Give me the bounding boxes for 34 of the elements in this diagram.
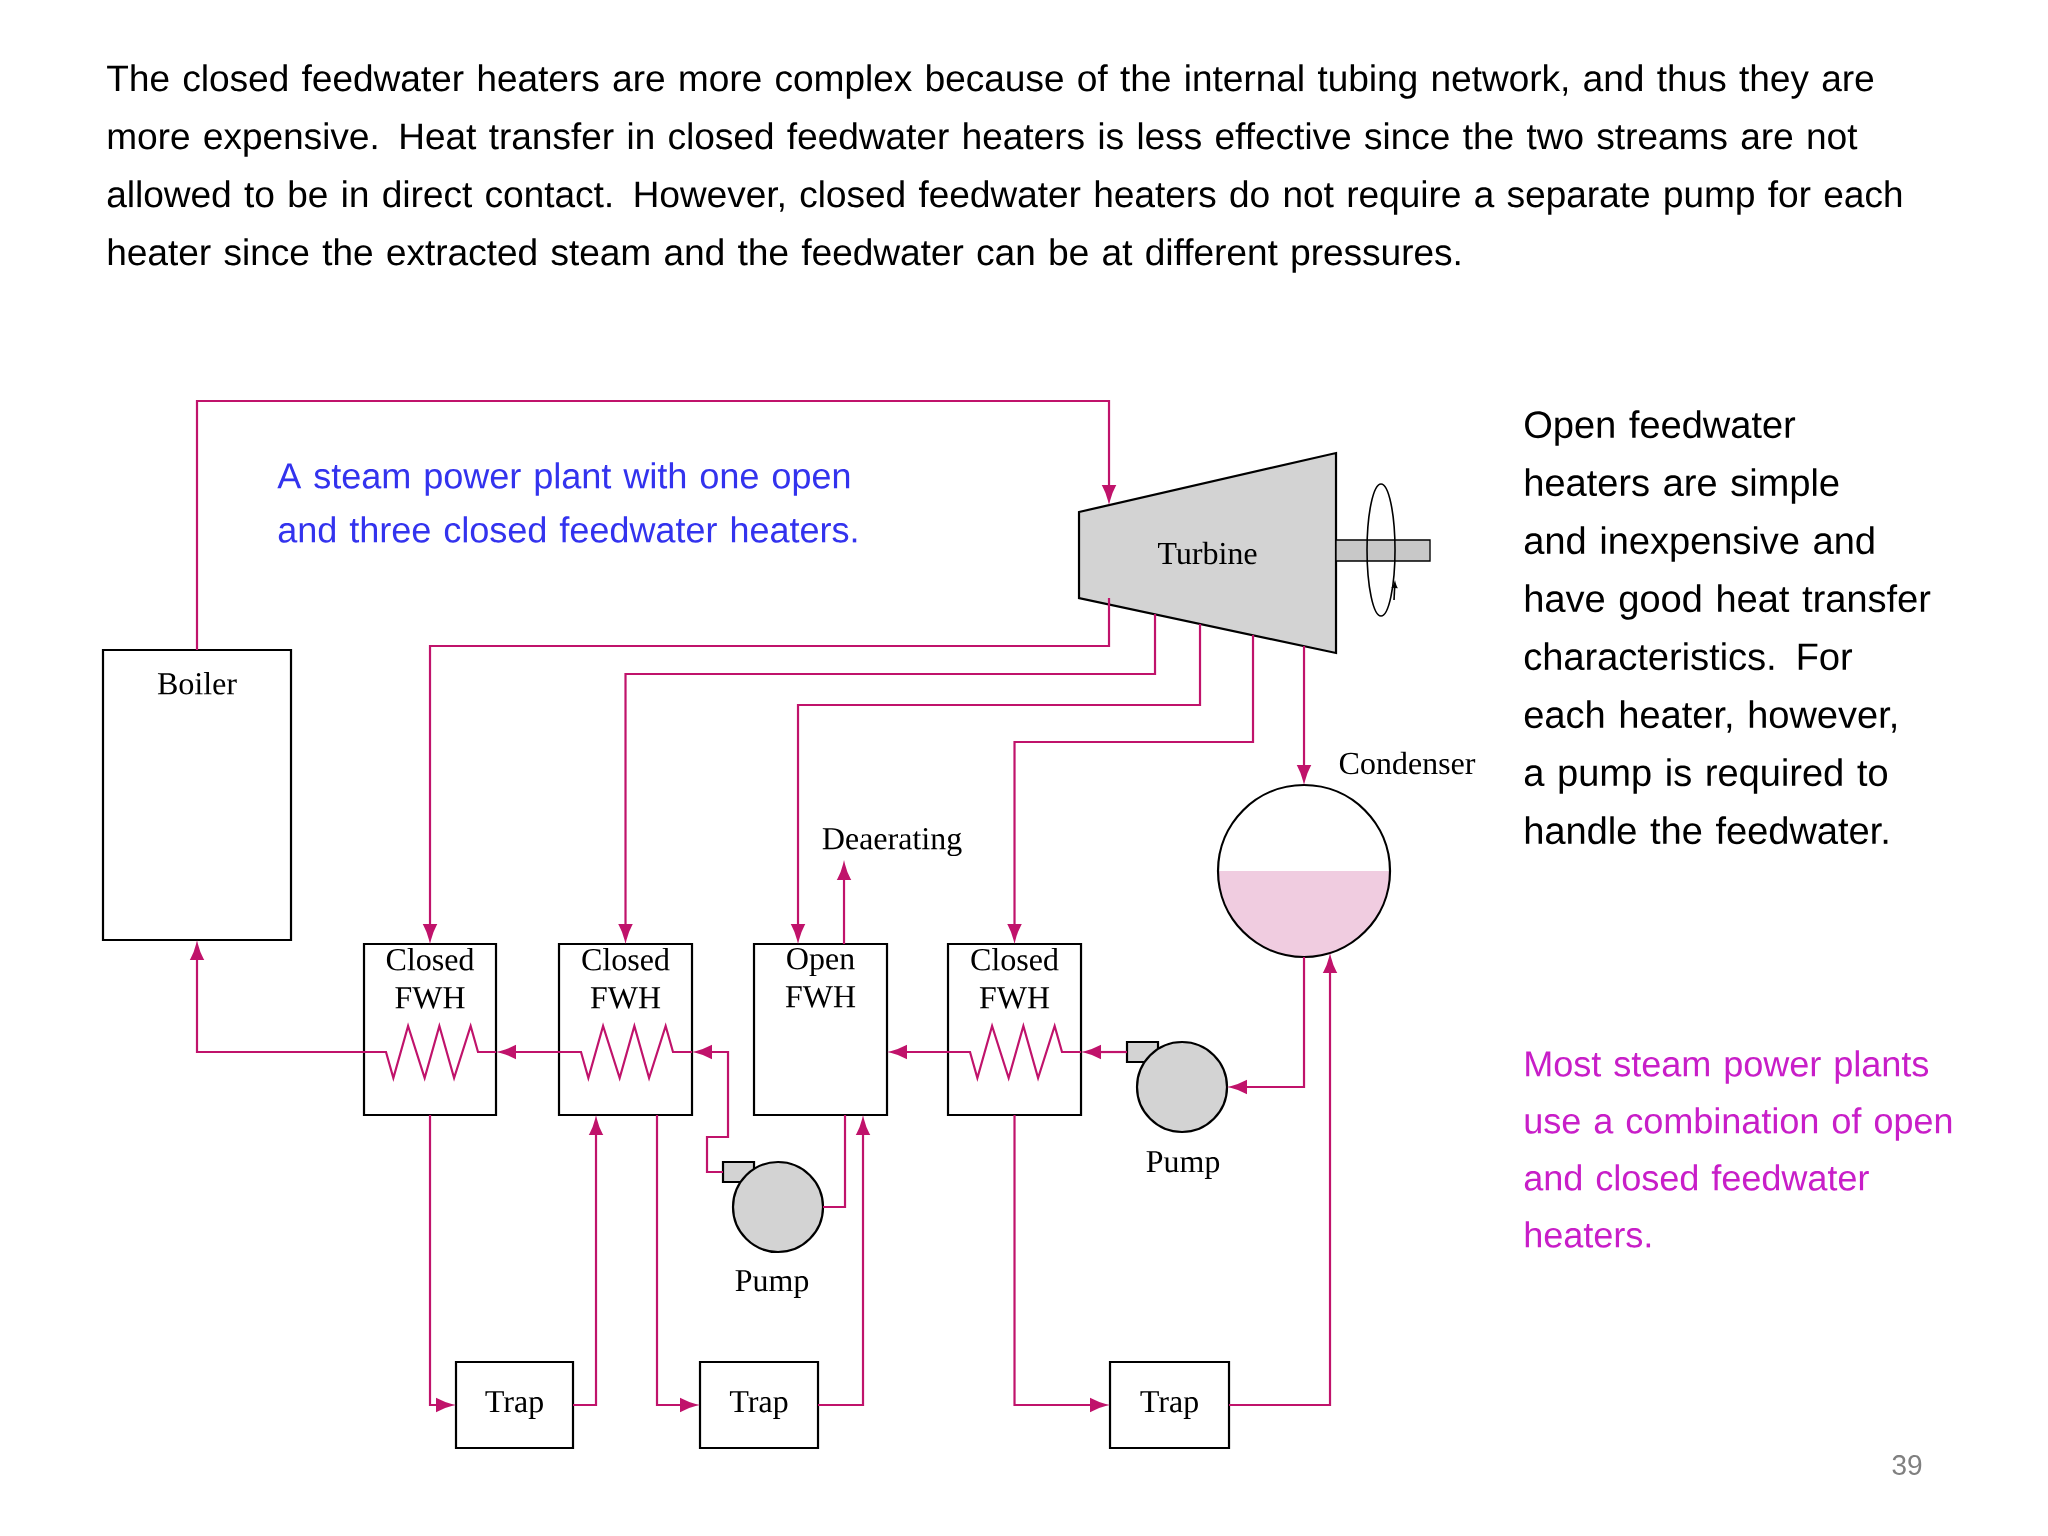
pipe-arrow bbox=[499, 1045, 559, 1059]
page-number: 39 bbox=[1892, 1455, 1922, 1475]
pipe-arrow bbox=[1229, 956, 1337, 1407]
pipe-arrow bbox=[573, 1118, 603, 1407]
pump bbox=[721, 1160, 825, 1254]
pipe-arrow bbox=[695, 1045, 730, 1174]
turbine: Turbine bbox=[1077, 451, 1338, 655]
heater-box: Closed FWH bbox=[557, 942, 694, 1117]
boiler-box: Boiler bbox=[101, 648, 293, 942]
pipe-arrow bbox=[1013, 1115, 1107, 1412]
trap-box: Trap bbox=[454, 1360, 575, 1450]
trap-box: Trap bbox=[1108, 1360, 1231, 1450]
pipe-arrow bbox=[195, 399, 1116, 650]
pump bbox=[1125, 1040, 1229, 1134]
pipe-arrow bbox=[190, 943, 364, 1054]
paragraph: The closed feedwater heaters are more complex because of the internal tubing network, and thus they are more expensive. Heat transfer in closed feedwater heaters is less effective since the two streams are not allowed to be in direct contact. However, closed feedwater heaters do not require a separate pump for each heater since the extracted steam and the feedwater can be at different pressures. bbox=[107, 64, 1902, 273]
condenser-label: Condenser bbox=[1339, 751, 1476, 775]
pump-label: Pump bbox=[1146, 1151, 1220, 1179]
pipe-arrow bbox=[428, 1115, 453, 1412]
pipe-arrow bbox=[890, 1045, 948, 1059]
pipe-arrow bbox=[818, 1118, 870, 1407]
pipe-arrow bbox=[1084, 1045, 1127, 1059]
pump-label: Pump bbox=[735, 1270, 809, 1298]
figure-caption: A steam power plant with one open and three closed feedwater heaters. bbox=[277, 462, 857, 543]
pipe-arrow bbox=[1297, 646, 1311, 782]
condenser-drum bbox=[1216, 783, 1392, 959]
paragraph: Open feedwater heaters are simple and inexpensive and have good heat transfer characteristics. For each heater, however, a pump is required to handle the feedwater. bbox=[1524, 410, 1931, 845]
pipe-arrow bbox=[655, 1115, 697, 1412]
heater-box: Open FWH bbox=[752, 942, 889, 1117]
paragraph: Most steam power plants use a combination of open and closed feedwater heaters. bbox=[1524, 1050, 1952, 1248]
heater-box: Closed FWH bbox=[946, 942, 1083, 1117]
trap-box: Trap bbox=[698, 1360, 820, 1450]
pipe-arrow bbox=[1230, 957, 1306, 1094]
heater-box: Closed FWH bbox=[362, 942, 498, 1117]
